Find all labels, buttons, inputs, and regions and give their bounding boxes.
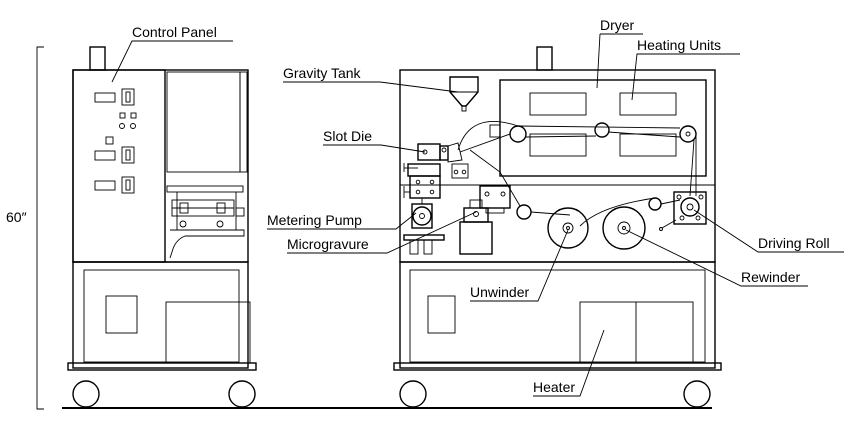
- heating-unit: [619, 92, 677, 116]
- label-microgravure: Microgravure: [287, 236, 369, 252]
- label-unwinder: Unwinder: [470, 284, 529, 300]
- control-panel: [72, 69, 166, 263]
- heating-unit: [529, 133, 587, 157]
- label-slot-die: Slot Die: [323, 128, 372, 144]
- label-dryer: Dryer: [600, 17, 635, 33]
- side-view-machine: [67, 46, 257, 408]
- microgravure: [403, 185, 511, 255]
- label-heating-units: Heating Units: [637, 37, 721, 53]
- unwinder: [547, 207, 589, 249]
- label-heater: Heater: [533, 379, 575, 395]
- label-rewinder: Rewinder: [741, 269, 800, 285]
- driving-roll: [659, 191, 707, 231]
- height-dimension-label: 60″: [6, 209, 27, 225]
- label-metering-pump: Metering Pump: [267, 212, 362, 228]
- rewinder: [602, 206, 646, 250]
- label-driving-roll: Driving Roll: [758, 235, 830, 251]
- label-gravity-tank: Gravity Tank: [283, 65, 362, 81]
- slot-die: [403, 142, 469, 199]
- heating-unit: [619, 133, 677, 157]
- metering-pump: [411, 198, 433, 229]
- heater: [579, 301, 694, 364]
- height-dimension: 60″: [6, 46, 44, 410]
- front-view-machine: [393, 46, 722, 408]
- heating-unit: [529, 92, 587, 116]
- labels: Control Panel Dryer Heating Units Gravit…: [111, 17, 844, 397]
- label-control-panel: Control Panel: [132, 24, 217, 40]
